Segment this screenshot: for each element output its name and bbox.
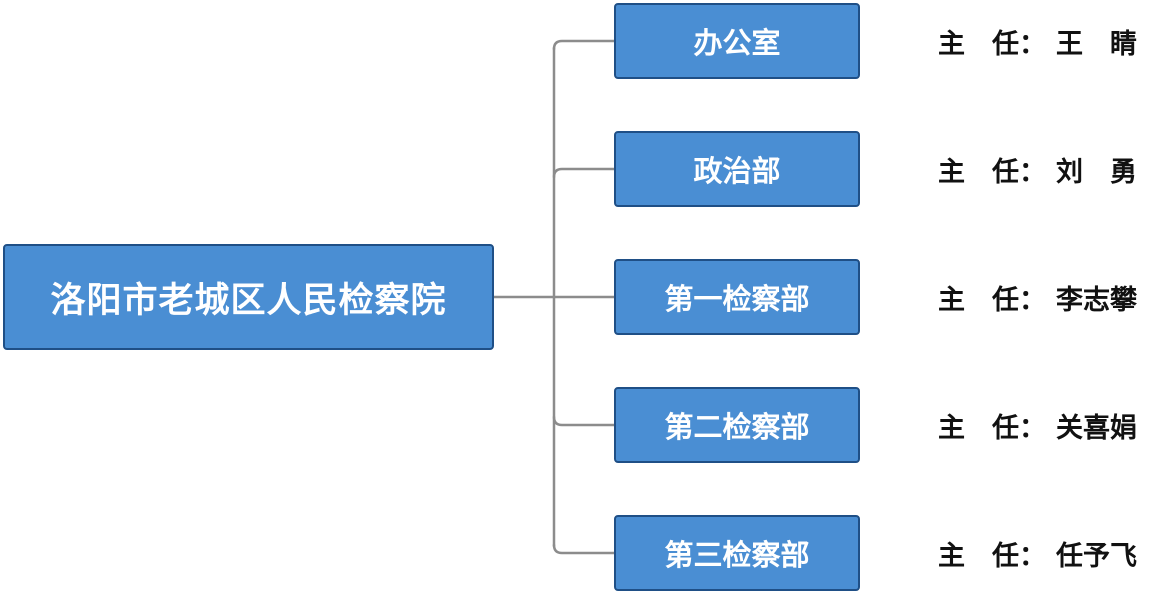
- connector-dept-2: [552, 167, 616, 179]
- dept-node-label: 政治部: [693, 154, 781, 188]
- director-name: 关喜娟: [1056, 412, 1137, 444]
- dept-node-label: 办公室: [693, 26, 781, 60]
- director-political: 主 任： 刘 勇: [938, 131, 1137, 207]
- director-role-label: 主 任：: [938, 412, 1046, 444]
- dept-node-label: 第三检察部: [664, 538, 810, 572]
- dept-node-political: 政治部: [614, 131, 860, 207]
- director-role-label: 主 任：: [938, 284, 1046, 316]
- director-procuratorate-1: 主 任： 李志攀: [938, 259, 1137, 335]
- dept-node-procuratorate-2: 第二检察部: [614, 387, 860, 463]
- root-node: 洛阳市老城区人民检察院: [3, 244, 494, 350]
- dept-node-procuratorate-1: 第一检察部: [614, 259, 860, 335]
- director-name: 李志攀: [1056, 284, 1137, 316]
- director-name: 王 睛: [1056, 28, 1137, 60]
- director-procuratorate-2: 主 任： 关喜娟: [938, 387, 1137, 463]
- connector-dept-4: [552, 415, 616, 427]
- dept-node-label: 第二检察部: [664, 410, 810, 444]
- director-office: 主 任： 王 睛: [938, 3, 1137, 79]
- director-role-label: 主 任：: [938, 540, 1046, 572]
- director-name: 任予飞: [1056, 540, 1137, 572]
- connector-dept-5: [552, 543, 616, 555]
- dept-node-office: 办公室: [614, 3, 860, 79]
- director-name: 刘 勇: [1056, 156, 1137, 188]
- director-procuratorate-3: 主 任： 任予飞: [938, 515, 1137, 591]
- root-node-label: 洛阳市老城区人民检察院: [50, 280, 447, 321]
- director-role-label: 主 任：: [938, 156, 1046, 188]
- dept-node-label: 第一检察部: [664, 282, 810, 316]
- connector-dept-1: [552, 39, 616, 51]
- dept-node-procuratorate-3: 第三检察部: [614, 515, 860, 591]
- director-role-label: 主 任：: [938, 28, 1046, 60]
